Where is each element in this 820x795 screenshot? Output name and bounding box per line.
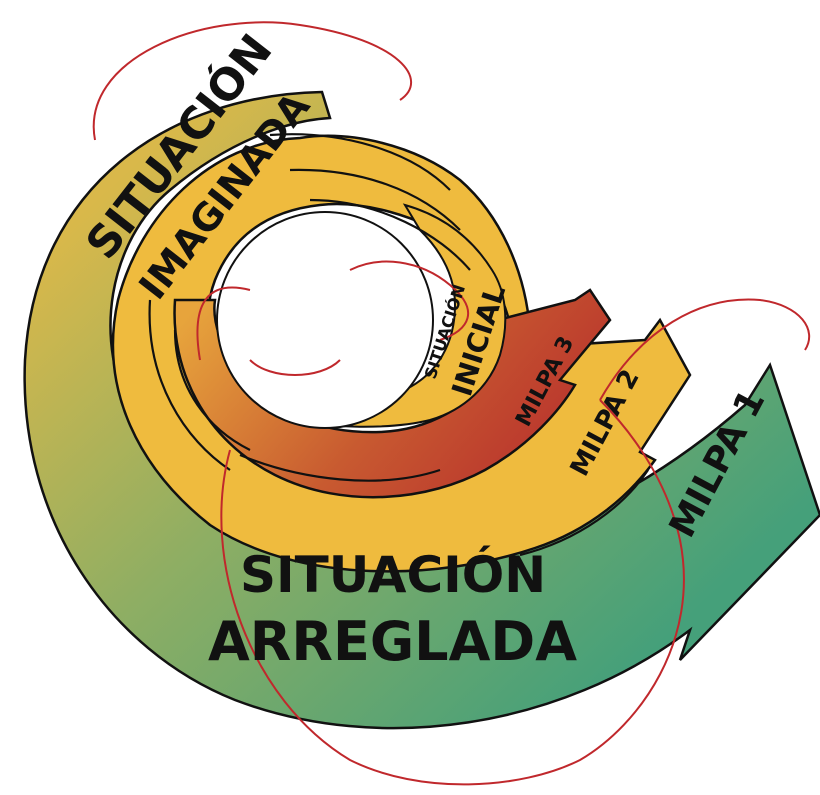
- center-hole: [216, 211, 434, 429]
- situacion-arreglada-line1: SITUACIÓN: [240, 545, 546, 604]
- situacion-arreglada-line2: ARREGLADA: [208, 610, 577, 673]
- outer-spiral-band: [23, 90, 820, 730]
- red-thread: [92, 21, 811, 786]
- band-stroke-lines: [148, 133, 649, 557]
